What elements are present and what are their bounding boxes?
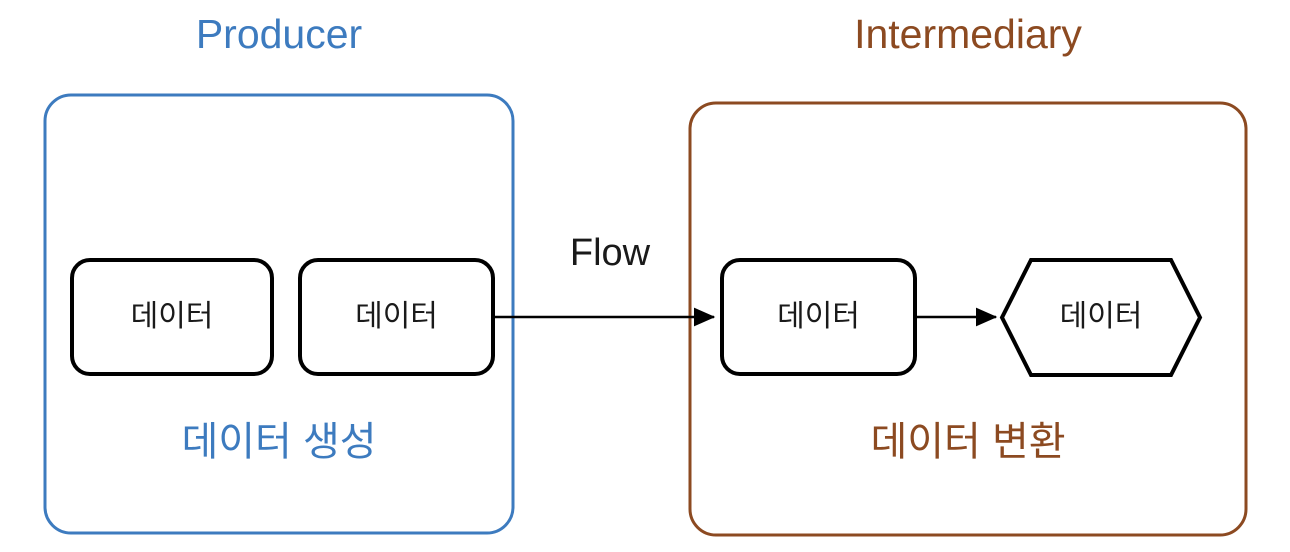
group-caption-intermediary: 데이터 변환	[870, 420, 1066, 464]
group-caption-producer: 데이터 생성	[181, 420, 377, 464]
node-label-producer-data-1: 데이터	[130, 300, 214, 333]
group-title-producer: Producer	[195, 11, 363, 57]
node-producer-data-1[interactable]	[70, 258, 274, 376]
group-container-producer[interactable]	[43, 93, 515, 535]
node-label-intermediary-data-1: 데이터	[777, 300, 860, 333]
node-intermediary-data-1[interactable]	[720, 258, 917, 376]
node-label-intermediary-data-2: 데이터	[1059, 300, 1143, 333]
node-intermediary-data-2[interactable]	[999, 258, 1203, 377]
group-container-intermediary[interactable]	[688, 101, 1248, 537]
group-title-intermediary: Intermediary	[854, 11, 1082, 57]
node-label-producer-data-2: 데이터	[355, 300, 438, 333]
node-producer-data-2[interactable]	[298, 258, 495, 376]
edge-label-flow: Flow	[569, 232, 651, 274]
